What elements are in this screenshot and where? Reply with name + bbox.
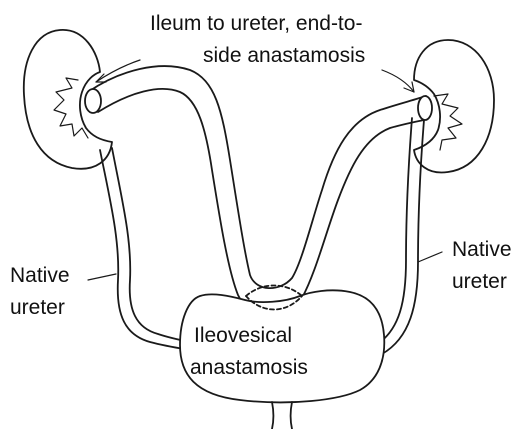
- top-label-line1: Ileum to ureter, end-to-: [150, 12, 362, 35]
- left-label-line2: ureter: [10, 296, 65, 319]
- top-label-line2: side anastamosis: [203, 44, 365, 67]
- ileal-segment: [85, 66, 432, 313]
- right-label-pointer: [418, 252, 442, 262]
- right-label-line1: Native: [452, 238, 512, 261]
- left-label-line1: Native: [10, 264, 70, 287]
- center-label-line2: anastamosis: [190, 356, 308, 379]
- left-native-ureter: [100, 148, 190, 350]
- left-label-pointer: [88, 274, 116, 280]
- center-label-line1: Ileovesical: [194, 324, 292, 347]
- right-label-line2: ureter: [452, 270, 507, 293]
- top-right-arrow: [382, 70, 414, 92]
